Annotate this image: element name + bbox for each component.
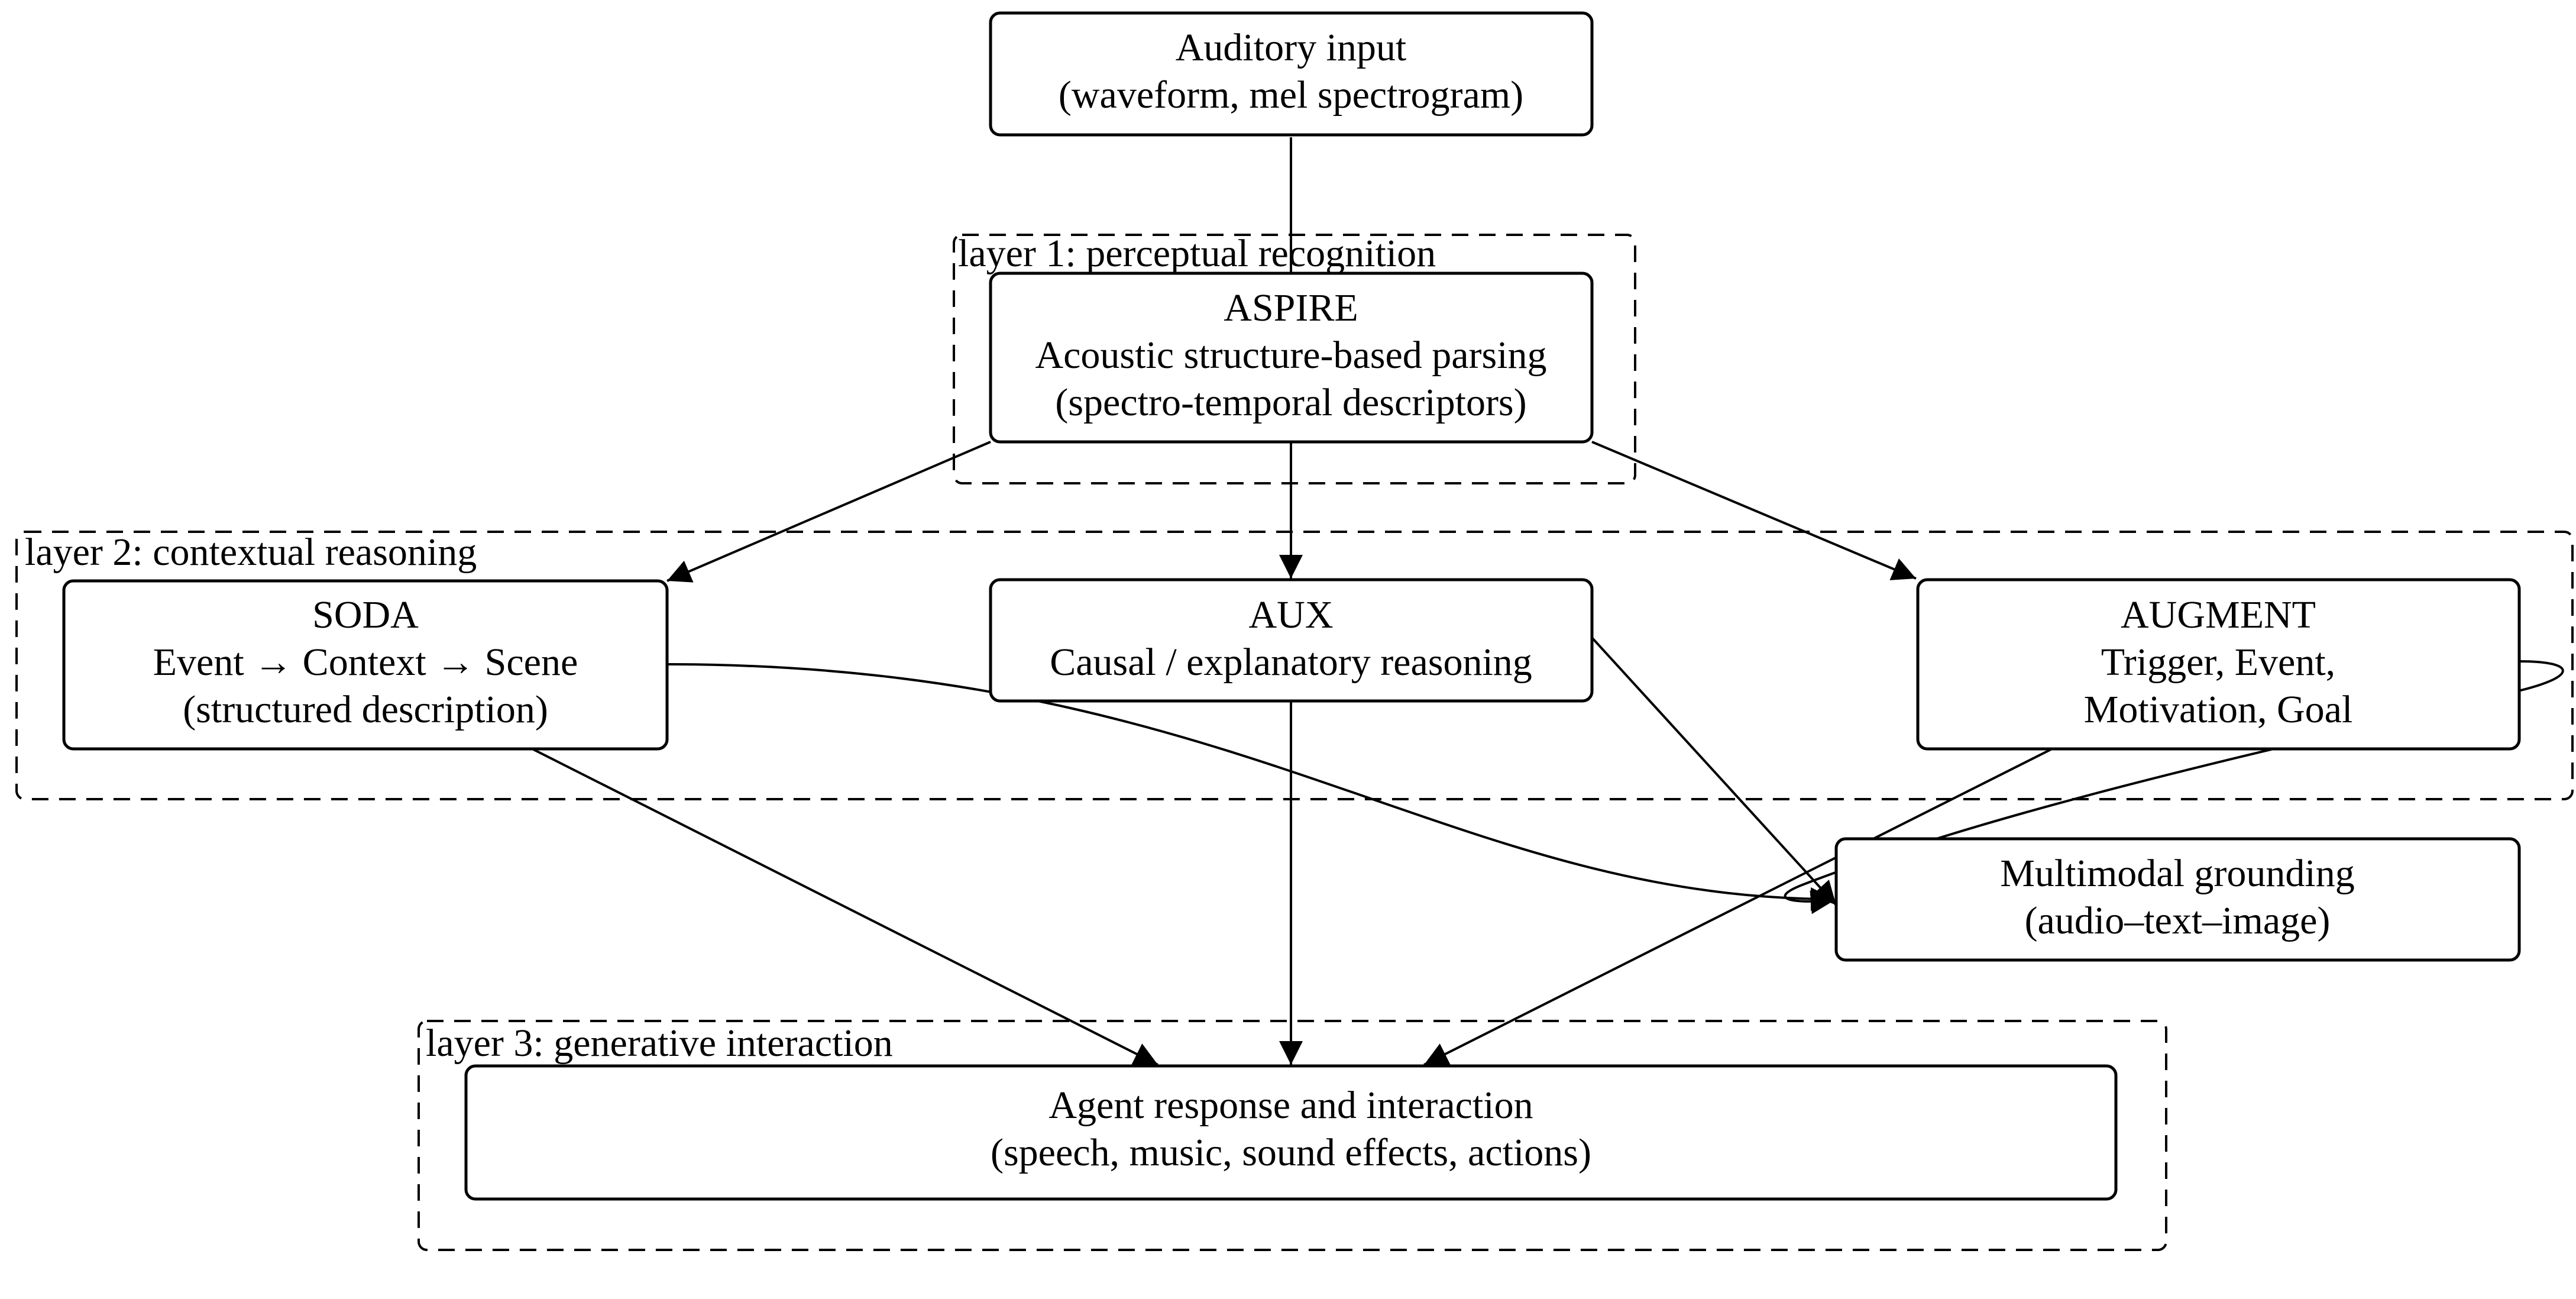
layer-2-frame: layer 2: contextual reasoning: [15, 531, 2574, 800]
aux-description: Causal / explanatory reasoning: [1050, 641, 1532, 684]
auditory-input-title: Auditory input: [1176, 26, 1407, 69]
edge-soda-agent: [532, 748, 1158, 1066]
aspire-detail: (spectro-temporal descriptors): [1055, 381, 1526, 424]
grounding-title: Multimodal grounding: [2000, 852, 2354, 895]
soda-description: Event → Context → Scene: [153, 641, 578, 684]
augment-title: AUGMENT: [2121, 593, 2316, 636]
augment-line-1: Trigger, Event,: [2101, 641, 2335, 684]
node-aspire: ASPIRE Acoustic structure-based parsing …: [989, 272, 1594, 444]
edge-aux-grounding: [1591, 636, 1837, 906]
aspire-title: ASPIRE: [1224, 286, 1358, 329]
agent-detail: (speech, music, sound effects, actions): [991, 1131, 1591, 1174]
layer-1-label: layer 1: perceptual recognition: [958, 232, 1436, 275]
edge-aspire-augment: [1591, 441, 1917, 580]
node-soda: SODA Event → Context → Scene (structured…: [62, 579, 669, 751]
soda-detail: (structured description): [183, 688, 548, 731]
layer-3-frame: layer 3: generative interaction: [418, 1020, 2167, 1251]
layer-1-frame: layer 1: perceptual recognition: [953, 232, 1636, 484]
edge-augment-agent: [1423, 748, 2053, 1066]
layer-2-label: layer 2: contextual reasoning: [25, 531, 477, 574]
edges: [532, 137, 2564, 1066]
grounding-detail: (audio–text–image): [2025, 899, 2331, 942]
aspire-description: Acoustic structure-based parsing: [1035, 334, 1546, 377]
auditory-input-detail: (waveform, mel spectrogram): [1059, 73, 1523, 117]
node-auditory-input: Auditory input (waveform, mel spectrogra…: [989, 11, 1594, 137]
node-multimodal-grounding: Multimodal grounding (audio–text–image): [1834, 837, 2521, 962]
node-aux: AUX Causal / explanatory reasoning: [989, 578, 1594, 703]
layer-3-label: layer 3: generative interaction: [426, 1022, 893, 1065]
edge-aspire-soda: [666, 441, 991, 583]
agent-title: Agent response and interaction: [1048, 1084, 1533, 1127]
node-augment: AUGMENT Trigger, Event, Motivation, Goal: [1916, 578, 2521, 751]
soda-title: SODA: [312, 593, 419, 636]
aux-title: AUX: [1249, 593, 1334, 636]
augment-line-2: Motivation, Goal: [2084, 688, 2353, 731]
edge-soda-grounding: [666, 663, 1835, 911]
node-agent-response: Agent response and interaction (speech, …: [464, 1064, 2118, 1201]
edge-augment-grounding: [1784, 660, 2564, 915]
